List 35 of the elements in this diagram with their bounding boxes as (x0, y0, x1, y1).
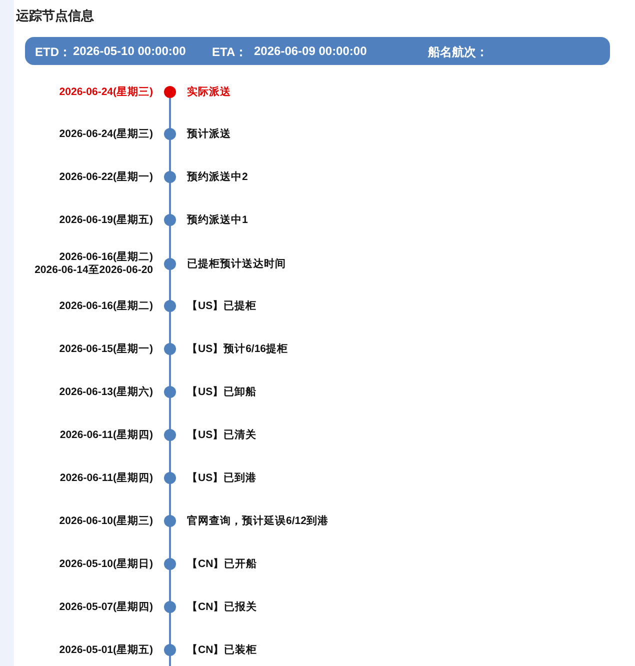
event-text: 【CN】已装柜 (187, 644, 258, 656)
event-text: 【CN】已开船 (187, 558, 258, 570)
event-text: 【US】已提柜 (187, 300, 257, 312)
date-text: 2026-06-24(星期三) (59, 86, 153, 98)
event-text: 【US】已到港 (187, 472, 257, 484)
section-title: 运踪节点信息 (16, 7, 94, 25)
date-text: 2026-06-14至2026-06-20 (34, 264, 153, 277)
event-text: 预计派送 (187, 128, 231, 140)
date-text: 2026-06-16(星期二) (59, 300, 153, 312)
event-text: 官网查询，预计延误6/12到港 (187, 514, 328, 528)
date-text: 2026-05-07(星期四) (59, 600, 153, 614)
date-text: 2026-06-10(星期三) (59, 514, 153, 528)
date-text: 2026-06-22(星期一) (59, 170, 153, 184)
event-text: 【US】已清关 (187, 428, 257, 442)
date-text: 2026-06-16(星期二) (59, 251, 153, 264)
event-text: 实际派送 (187, 86, 231, 98)
date-text: 2026-06-11(星期四) (60, 428, 153, 442)
field-value: 2026-06-09 00:00:00 (254, 44, 367, 58)
date-text: 2026-06-13(星期六) (59, 386, 153, 398)
event-text: 【CN】已报关 (187, 600, 258, 614)
date-text: 2026-05-01(星期五) (59, 644, 153, 656)
event-text: 已提柜预计送达时间 (187, 258, 286, 270)
field-label: 船名航次： (428, 44, 488, 61)
date-text: 2026-06-11(星期四) (60, 472, 153, 484)
event-text: 【US】预计6/16提柜 (187, 342, 288, 356)
date-text: 2026-05-10(星期日) (59, 558, 153, 570)
field-value: 2026-05-10 00:00:00 (73, 44, 186, 58)
event-text: 预约派送中2 (187, 170, 248, 184)
date-text: 2026-06-15(星期一) (59, 342, 153, 356)
event-text: 【US】已卸船 (187, 386, 257, 398)
field-label: ETD： (35, 44, 71, 61)
field-label: ETA： (212, 44, 248, 61)
date-text: 2026-06-19(星期五) (59, 214, 153, 226)
date-text: 2026-06-24(星期三) (59, 128, 153, 140)
event-text: 预约派送中1 (187, 214, 248, 226)
